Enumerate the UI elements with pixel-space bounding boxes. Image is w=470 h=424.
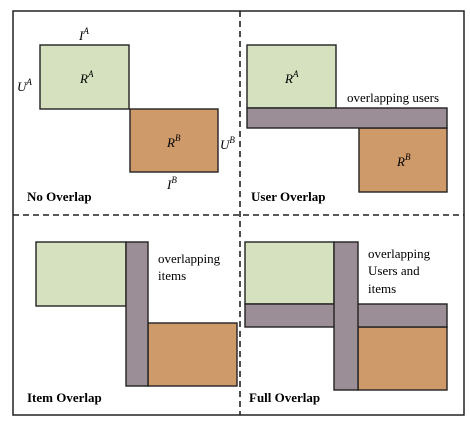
- panel-no-overlap: IA UA RA RB UB IB No Overlap: [17, 26, 235, 204]
- label-ua: UA: [17, 77, 32, 94]
- overlap-items-band: [333, 241, 359, 391]
- label-rb: RB: [396, 152, 411, 169]
- panel-title-user-overlap: User Overlap: [251, 189, 326, 204]
- note-line-3: items: [368, 281, 396, 296]
- note-line-2: items: [158, 268, 186, 283]
- domain-b-rect: [129, 108, 219, 173]
- domain-a-rect: [244, 241, 335, 305]
- panel-title-no-overlap: No Overlap: [27, 189, 92, 204]
- label-rb: RB: [166, 133, 181, 150]
- label-ra: RA: [79, 69, 94, 86]
- domain-a-rect: [35, 241, 127, 307]
- label-ub: UB: [220, 135, 235, 152]
- label-ib: IB: [166, 175, 177, 192]
- domain-b-rect: [358, 127, 448, 193]
- overlap-items-band: [125, 241, 149, 387]
- note-overlapping-users: overlapping users: [347, 90, 439, 105]
- panel-full-overlap: overlapping Users and items Full Overlap: [244, 241, 448, 405]
- note-line-2: Users and: [368, 263, 420, 278]
- panel-title-full-overlap: Full Overlap: [249, 390, 320, 405]
- note-line-1: overlapping: [158, 251, 221, 266]
- domain-a-rect: [39, 44, 130, 110]
- overlap-users-band: [246, 107, 448, 129]
- label-ra: RA: [284, 69, 299, 86]
- domain-b-rect: [357, 326, 448, 391]
- note-line-1: overlapping: [368, 246, 431, 261]
- panel-title-item-overlap: Item Overlap: [27, 390, 102, 405]
- domain-b-rect: [147, 322, 238, 387]
- label-ia: IA: [78, 26, 89, 43]
- panel-user-overlap: RA RB overlapping users User Overlap: [246, 44, 448, 204]
- outer-frame: [12, 10, 465, 416]
- panel-item-overlap: overlapping items Item Overlap: [27, 241, 238, 405]
- domain-a-rect: [246, 44, 337, 109]
